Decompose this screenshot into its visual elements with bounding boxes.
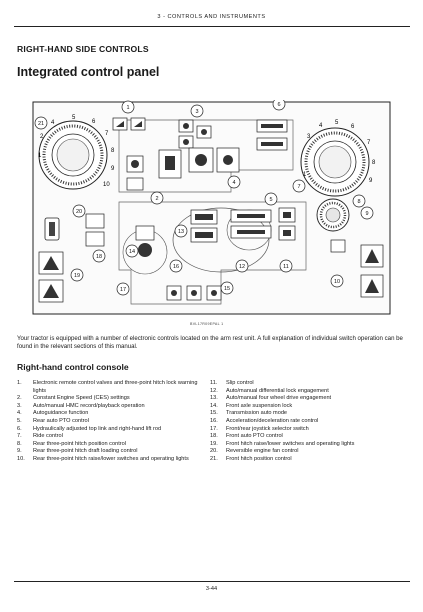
dial-mark-right-7: 7 xyxy=(367,140,371,146)
callout-5: 5 xyxy=(264,192,278,206)
dial-mark-right-9: 9 xyxy=(369,178,373,184)
list-item: 10.Rear three-point hitch raise/lower sw… xyxy=(17,455,189,462)
dial-mark-left-2: 2 xyxy=(40,134,44,140)
header-rule xyxy=(14,26,410,27)
svg-text:12: 12 xyxy=(239,264,245,270)
callout-17: 17 xyxy=(116,282,130,296)
list-item: 3.Auto/manual HMC record/playback operat… xyxy=(17,402,145,409)
svg-text:21: 21 xyxy=(38,121,44,127)
callout-18: 18 xyxy=(92,249,106,263)
callout-9: 9 xyxy=(360,206,374,220)
dial-mark-left-7: 7 xyxy=(105,131,109,137)
list-item: 2.Constant Engine Speed (CES) settings xyxy=(17,395,130,402)
callout-19: 19 xyxy=(70,268,84,282)
callout-numbers: 1 2 3 4 5 6 7 8 9 10 11 12 13 14 15 16 1… xyxy=(34,100,374,296)
page-heading: Integrated control panel xyxy=(17,65,160,79)
svg-text:15: 15 xyxy=(224,286,230,292)
dial-mark-left-1: 1 xyxy=(38,153,42,159)
list-item: 1.Electronic remote control valves and t… xyxy=(17,380,198,394)
dial-mark-left-10: 10 xyxy=(103,182,110,188)
control-panel-figure: 5 6 7 8 9 10 1 2 4 4 5 6 7 8 9 3 1 xyxy=(32,100,391,315)
list-heading: Right-hand control console xyxy=(17,362,129,372)
svg-text:14: 14 xyxy=(129,249,135,255)
list-item: 18.Front auto PTO control xyxy=(210,433,283,440)
pictogram-marks xyxy=(43,121,379,298)
callout-2: 2 xyxy=(150,191,164,205)
control-list-right: 11.Slip control 12.Auto/manual different… xyxy=(210,380,410,464)
svg-text:6: 6 xyxy=(277,102,280,108)
callout-4: 4 xyxy=(227,175,241,189)
svg-text:8: 8 xyxy=(357,199,360,205)
rear-hitch-dial: 4 5 6 7 8 9 3 1 xyxy=(300,120,376,197)
callout-15: 15 xyxy=(220,281,234,295)
svg-text:20: 20 xyxy=(76,209,82,215)
list-item: 7.Ride control xyxy=(17,433,63,440)
section-title: RIGHT-HAND SIDE CONTROLS xyxy=(17,44,149,54)
front-hitch-dial: 5 6 7 8 9 10 1 2 4 xyxy=(38,115,115,190)
svg-text:13: 13 xyxy=(178,229,184,235)
list-item: 17.Front/rear joystick selector switch xyxy=(210,425,309,432)
list-item: 13.Auto/manual four wheel drive engageme… xyxy=(210,395,332,402)
callout-6: 6 xyxy=(272,100,286,111)
svg-text:16: 16 xyxy=(173,264,179,270)
callout-14: 14 xyxy=(125,244,139,258)
svg-text:17: 17 xyxy=(120,287,126,293)
list-item: 14.Front axle suspension lock xyxy=(210,402,293,409)
running-header: 3 - CONTROLS AND INSTRUMENTS xyxy=(157,14,266,20)
callout-20: 20 xyxy=(72,204,86,218)
callout-12: 12 xyxy=(235,259,249,273)
dial-mark-left-9: 9 xyxy=(111,166,115,172)
dial-mark-right-6: 6 xyxy=(351,124,355,130)
callout-3: 3 xyxy=(190,104,204,118)
svg-text:7: 7 xyxy=(297,184,300,190)
control-list-left: 1.Electronic remote control valves and t… xyxy=(17,380,203,464)
dial-mark-left-6: 6 xyxy=(92,119,96,125)
dial-mark-right-8: 8 xyxy=(372,160,376,166)
svg-text:2: 2 xyxy=(155,196,158,202)
list-item: 21.Front hitch position control xyxy=(210,455,292,462)
dial-mark-right-3: 3 xyxy=(307,134,311,140)
svg-text:1: 1 xyxy=(126,105,129,111)
svg-text:9: 9 xyxy=(365,211,368,217)
list-item: 9.Rear three-point hitch draft loading c… xyxy=(17,448,138,455)
callout-8: 8 xyxy=(352,194,366,208)
svg-text:11: 11 xyxy=(283,264,289,270)
list-item: 8.Rear three-point hitch position contro… xyxy=(17,440,126,447)
callout-11: 11 xyxy=(279,259,293,273)
footer-rule xyxy=(14,581,410,582)
callout-16: 16 xyxy=(169,259,183,273)
list-item: 4.Autoguidance function xyxy=(17,410,89,417)
position-knob xyxy=(316,198,350,232)
svg-text:18: 18 xyxy=(96,254,102,260)
callout-7: 7 xyxy=(292,179,306,193)
svg-text:5: 5 xyxy=(269,197,272,203)
callout-13: 13 xyxy=(174,224,188,238)
list-item: 11.Slip control xyxy=(210,380,254,386)
svg-text:19: 19 xyxy=(74,273,80,279)
list-item: 20.Reversible engine fan control xyxy=(210,448,299,455)
dial-mark-right-4: 4 xyxy=(319,123,323,129)
svg-text:4: 4 xyxy=(232,180,235,186)
dial-mark-left-8: 8 xyxy=(111,148,115,154)
list-item: 6.Hydraulically adjusted top link and ri… xyxy=(17,425,162,432)
dial-mark-right-5: 5 xyxy=(335,120,339,126)
intro-paragraph: Your tractor is equipped with a number o… xyxy=(17,335,403,351)
list-item: 19.Front hitch raise/lower switches and … xyxy=(210,440,355,447)
list-item: 12.Auto/manual differential lock engagem… xyxy=(210,387,329,394)
list-item: 16.Acceleration/deceleration rate contro… xyxy=(210,417,319,424)
svg-text:10: 10 xyxy=(334,279,340,285)
svg-text:3: 3 xyxy=(195,109,198,115)
callout-21: 21 xyxy=(34,116,48,130)
figure-id: BVL17R09EPAL 1 xyxy=(190,322,224,326)
dial-mark-left-4: 4 xyxy=(51,120,55,126)
dial-mark-left-5: 5 xyxy=(72,115,76,121)
list-item: 15.Transmission auto mode xyxy=(210,410,288,417)
callout-1: 1 xyxy=(121,100,135,114)
page-number: 3-44 xyxy=(205,586,218,592)
callout-10: 10 xyxy=(330,274,344,288)
list-item: 5.Rear auto PTO control xyxy=(17,417,89,424)
dial-mark-right-1: 1 xyxy=(303,172,307,178)
